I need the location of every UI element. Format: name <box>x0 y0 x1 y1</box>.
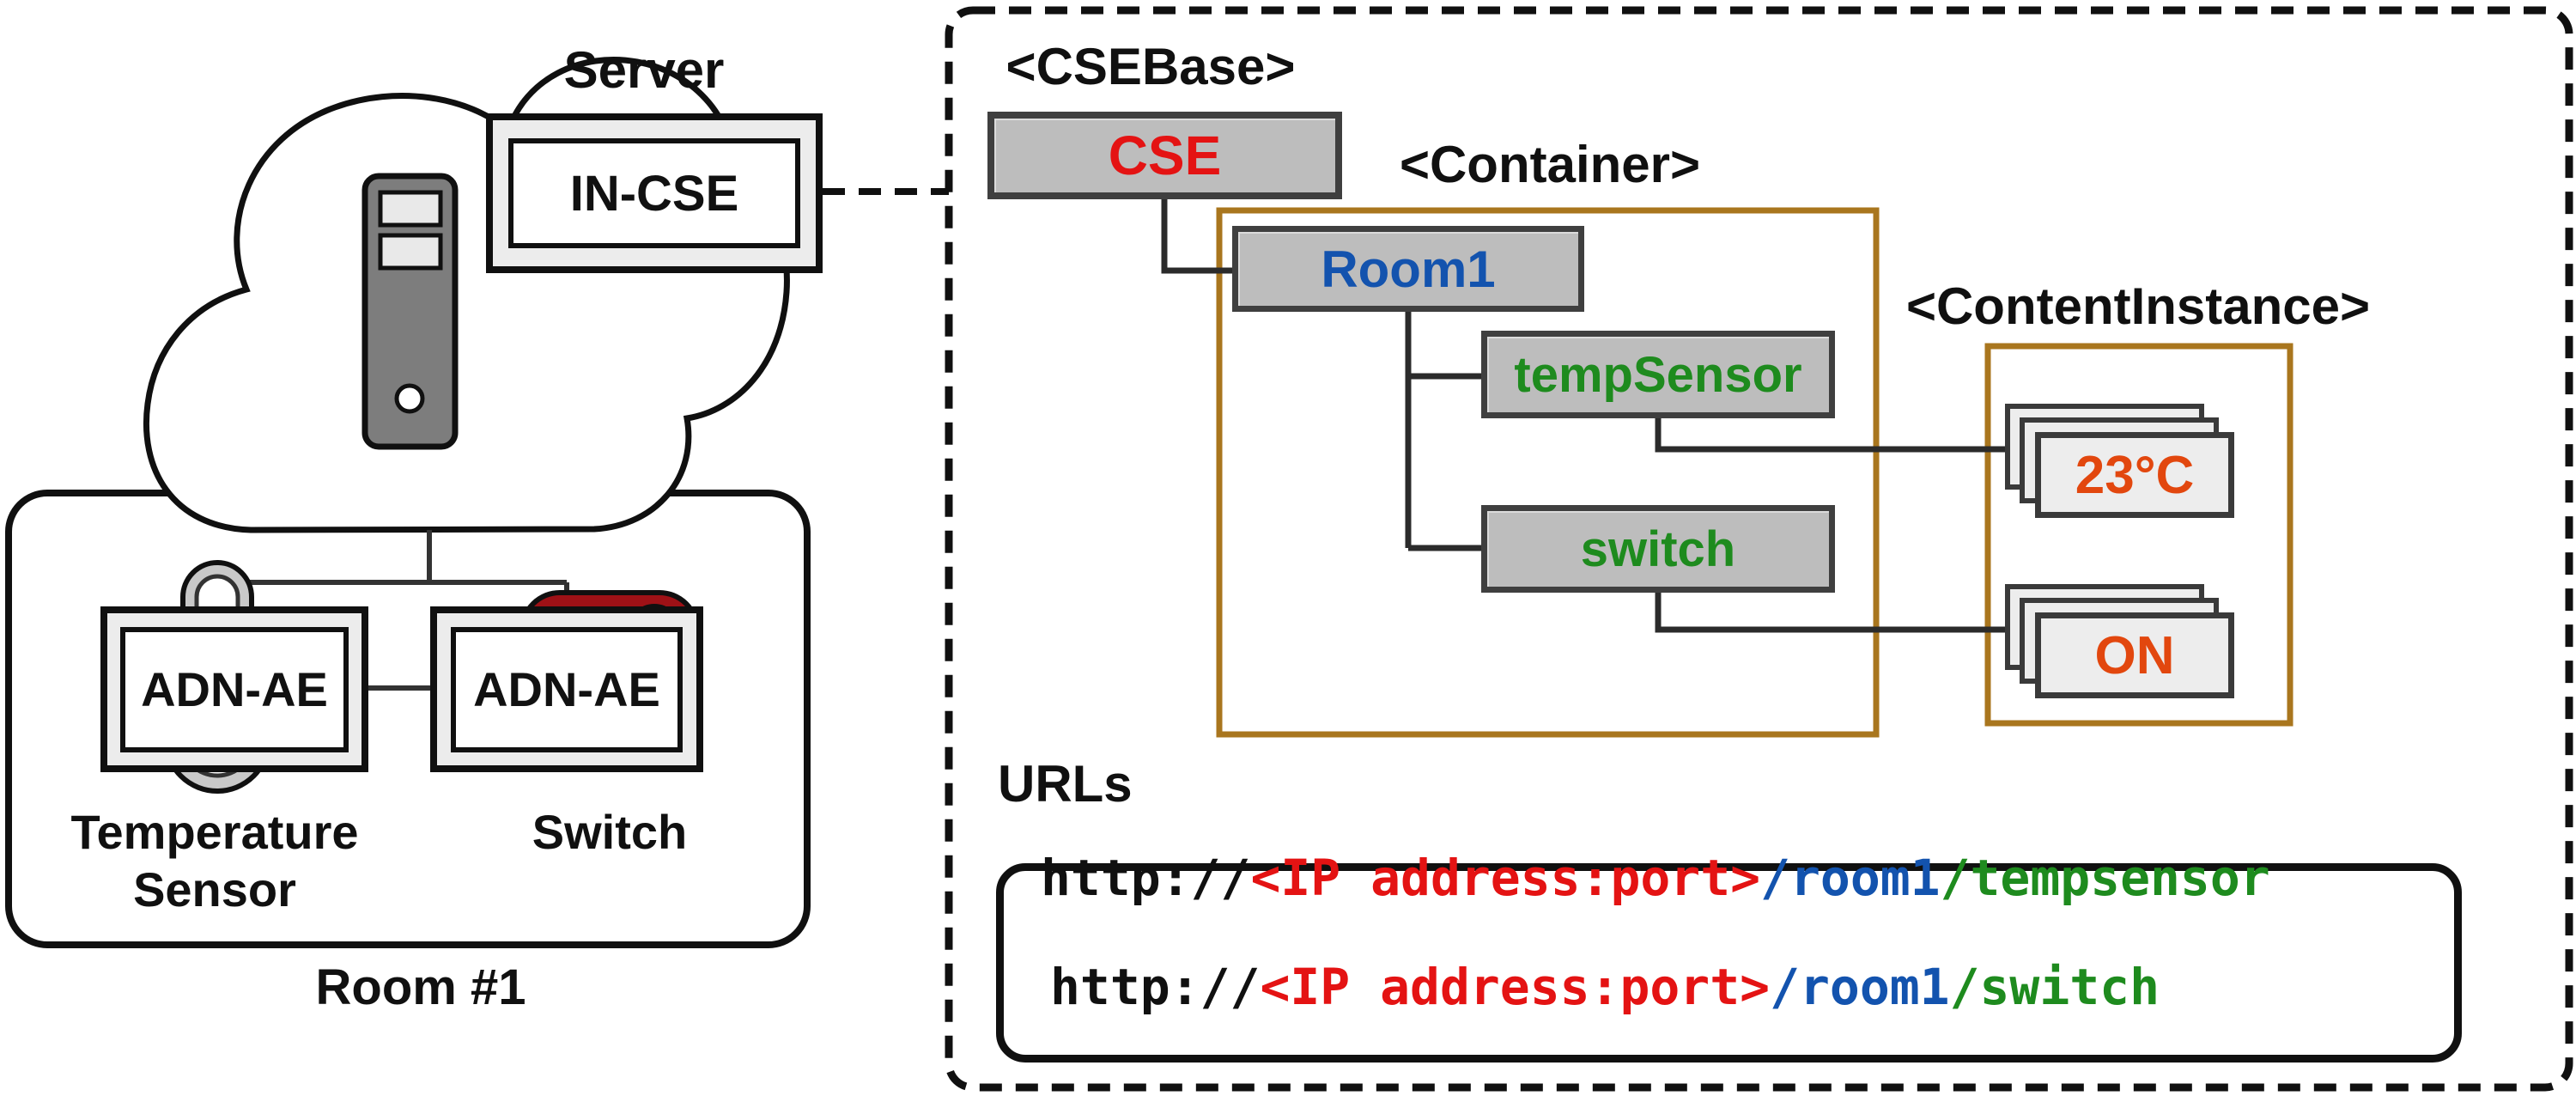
url-line-tempsensor: http://<IP address:port>/room1/tempsenso… <box>1041 849 2270 907</box>
contentinstance-tag-label: <ContentInstance> <box>1905 277 2371 335</box>
contentinstance-frame <box>1984 343 2293 727</box>
url-container: /room1 <box>1760 849 1941 907</box>
switch-node: switch <box>1481 505 1835 593</box>
room1-node: Room1 <box>1232 226 1584 312</box>
tempsensor-node-label: tempSensor <box>1514 346 1802 403</box>
csebase-tag-label: <CSEBase> <box>1005 38 1296 95</box>
url-host: <IP address:port> <box>1250 849 1761 907</box>
cse-node-label: CSE <box>1108 125 1222 186</box>
temperature-sensor-label-line1: Temperature <box>70 805 359 860</box>
temperature-contentinstance-stack: 23°C <box>2005 404 2234 519</box>
tree-connectors <box>1161 199 2005 633</box>
urls-box <box>996 863 2462 1063</box>
switch-value-card: ON <box>2035 612 2234 698</box>
temperature-sensor-label-line2: Sensor <box>133 862 296 917</box>
switch-label: Switch <box>532 805 688 860</box>
adn-ae-box-right: ADN-AE <box>430 606 703 772</box>
url-resource: /switch <box>1949 958 2160 1016</box>
room1-node-label: Room1 <box>1321 240 1496 298</box>
container-frame <box>1216 207 1880 738</box>
url-scheme: http:// <box>1041 849 1251 907</box>
url-line-switch: http://<IP address:port>/room1/switch <box>1050 958 2160 1016</box>
in-cse-box: IN-CSE <box>486 113 823 273</box>
resource-panel-border <box>945 6 2573 1092</box>
tempsensor-node: tempSensor <box>1481 331 1835 418</box>
in-cse-label: IN-CSE <box>508 138 800 248</box>
adn-ae-label-left: ADN-AE <box>120 626 349 752</box>
switch-node-label: switch <box>1580 521 1736 577</box>
url-container: /room1 <box>1770 958 1950 1016</box>
container-tag-label: <Container> <box>1399 136 1701 193</box>
urls-heading: URLs <box>998 755 1133 813</box>
room-number-label: Room #1 <box>315 959 526 1016</box>
adn-ae-label-right: ADN-AE <box>451 626 683 752</box>
server-tower-icon <box>361 173 459 450</box>
cse-node: CSE <box>987 112 1342 199</box>
url-host: <IP address:port> <box>1260 958 1771 1016</box>
temperature-value-card: 23°C <box>2035 432 2234 518</box>
server-label: Server <box>563 41 725 99</box>
url-scheme: http:// <box>1050 958 1261 1016</box>
switch-contentinstance-stack: ON <box>2005 584 2234 699</box>
url-resource: /tempsensor <box>1940 849 2270 907</box>
adn-ae-box-left: ADN-AE <box>100 606 368 772</box>
